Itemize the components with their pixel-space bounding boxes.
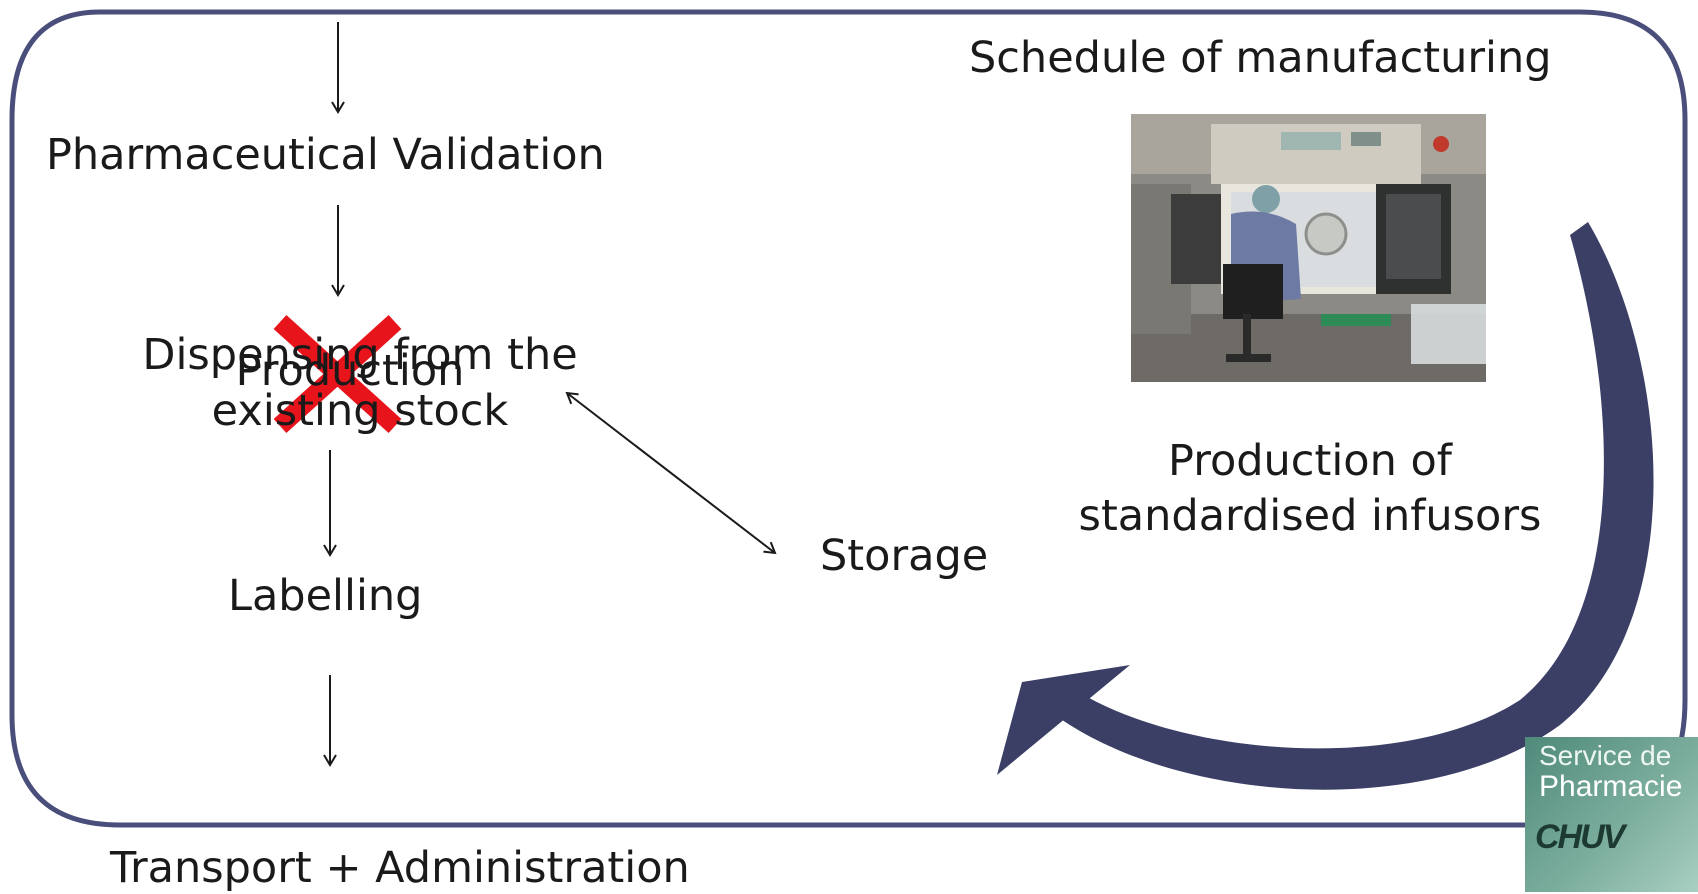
isolator-photo [1131, 114, 1486, 382]
logo-line2: Pharmacie [1539, 770, 1683, 803]
cycle-arrow-body [1055, 222, 1654, 790]
cycle-arrow-head [997, 665, 1130, 775]
dispensing-label-line2: existing stock [211, 386, 509, 436]
arrow-dispensing-storage [565, 391, 777, 555]
service-pharmacie-logo: Service de Pharmacie CHUV [1525, 737, 1698, 892]
production-of-label-line2: standardised infusors [1078, 491, 1542, 541]
transport-label: Transport + Administration [110, 843, 690, 893]
storage-label: Storage [820, 531, 989, 581]
dispensing-label-line1: Dispensing from the [142, 330, 578, 380]
production-label: Production [235, 346, 465, 396]
logo-line1: Service de [1539, 740, 1672, 771]
schedule-label: Schedule of manufacturing [969, 33, 1552, 83]
production-of-label-line1: Production of [1168, 436, 1452, 486]
cross-icon [273, 314, 402, 434]
validation-label: Pharmaceutical Validation [46, 130, 605, 180]
labelling-label: Labelling [228, 571, 423, 621]
logo-line3: CHUV [1535, 818, 1625, 856]
